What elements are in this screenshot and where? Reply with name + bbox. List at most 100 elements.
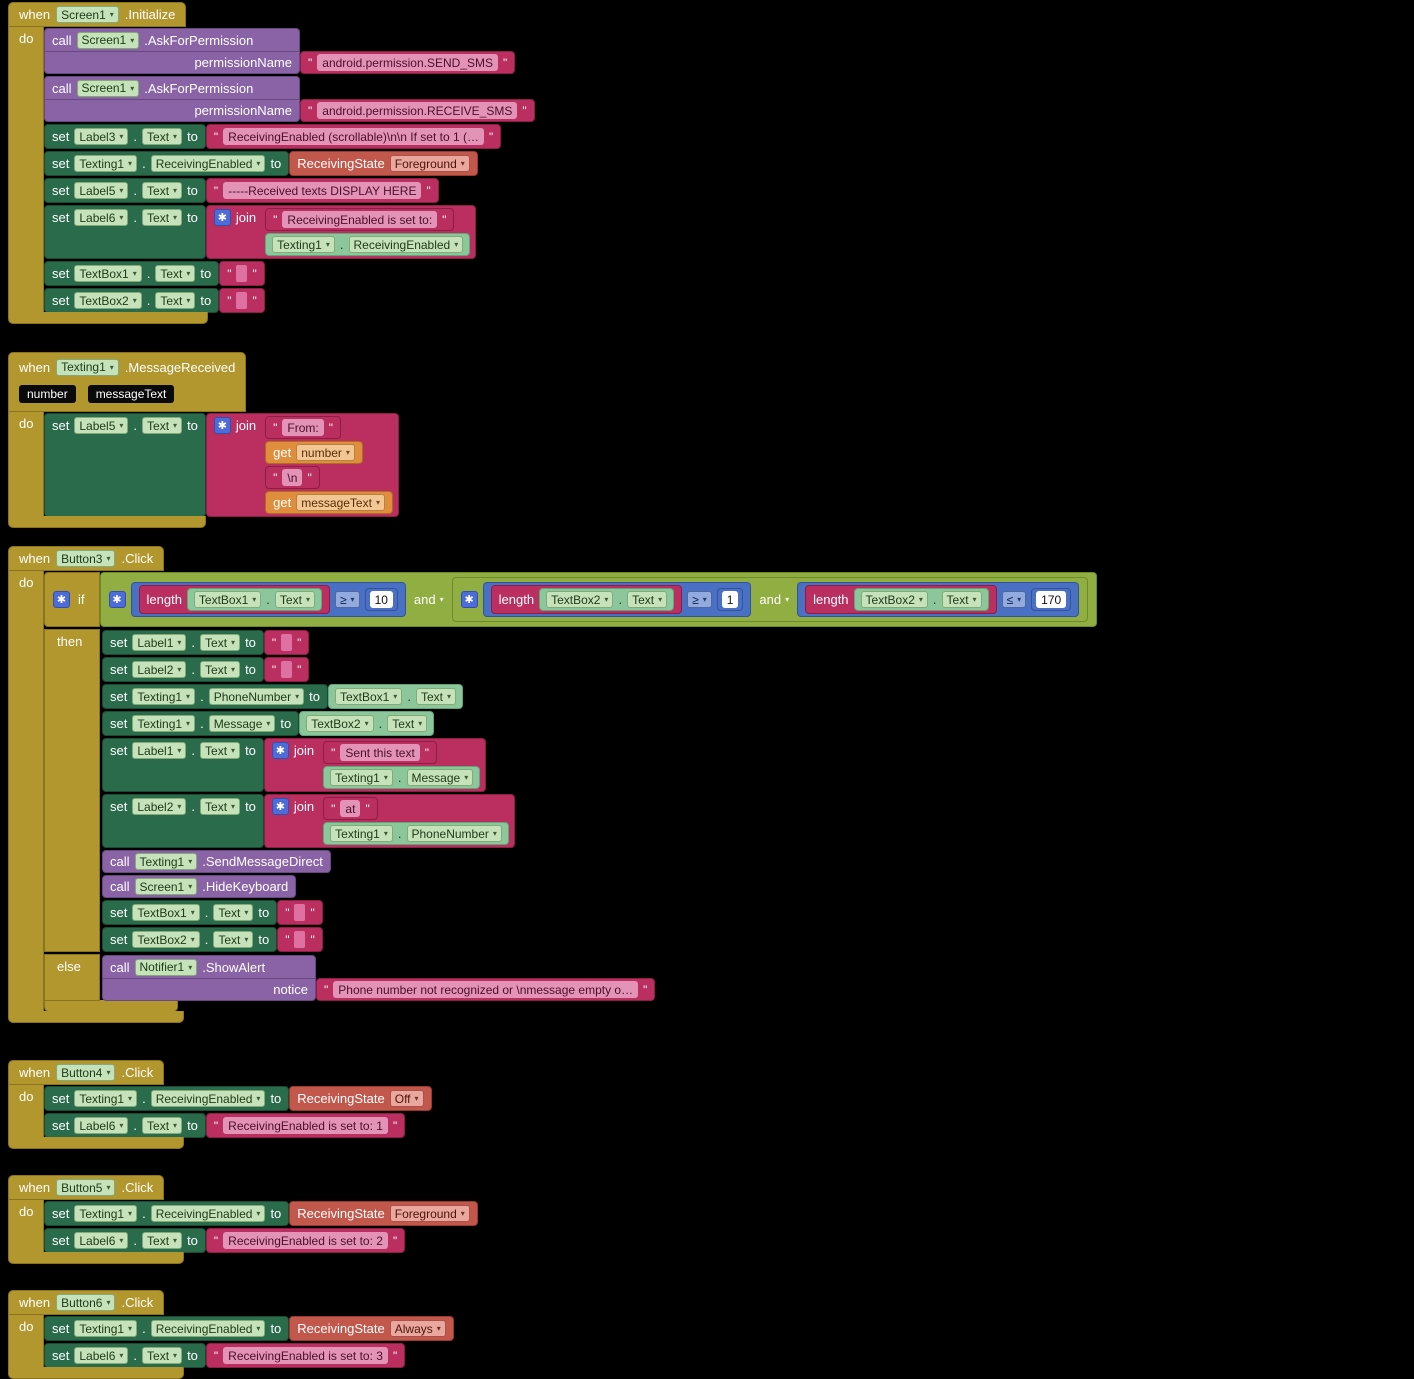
text-string-block[interactable]: " " bbox=[277, 927, 323, 952]
enum-option-dropdown[interactable]: Always bbox=[389, 1320, 446, 1337]
component-dropdown[interactable]: Texting1 bbox=[134, 853, 198, 870]
enum-option-dropdown[interactable]: Foreground bbox=[389, 155, 470, 172]
text-field[interactable]: android.permission.RECEIVE_SMS bbox=[317, 102, 518, 119]
component-dropdown[interactable]: Button4 bbox=[56, 1064, 116, 1081]
set-block[interactable]: set Texting1 . PhoneNumber to bbox=[102, 684, 328, 709]
event-header[interactable]: when Button6 .Click bbox=[8, 1290, 165, 1315]
text-field[interactable]: ReceivingEnabled is set to: 1 bbox=[223, 1117, 388, 1134]
empty-text-field[interactable] bbox=[281, 634, 293, 651]
event-header[interactable]: when Button3 .Click bbox=[8, 546, 165, 571]
number-field[interactable]: 10 bbox=[369, 591, 393, 608]
component-dropdown[interactable]: Label6 bbox=[74, 1347, 129, 1364]
component-dropdown[interactable]: Label1 bbox=[132, 634, 187, 651]
property-dropdown[interactable]: ReceivingEnabled bbox=[150, 1320, 266, 1337]
component-dropdown[interactable]: Notifier1 bbox=[134, 958, 198, 976]
call-showalert-block[interactable]: call Notifier1 .ShowAlert notice " bbox=[102, 955, 656, 1001]
set-block[interactable]: set Label1 . Text to bbox=[102, 738, 264, 792]
and-block-outer[interactable]: ✱ length TextBox1 . Text ≥ bbox=[99, 572, 1098, 627]
component-dropdown[interactable]: Label6 bbox=[74, 1232, 129, 1249]
if-block[interactable]: ✱ if bbox=[44, 572, 100, 627]
call-askforpermission-block[interactable]: call Screen1 .AskForPermission permissio… bbox=[44, 76, 535, 122]
text-field[interactable]: From: bbox=[282, 419, 324, 436]
operator-dropdown[interactable]: ≥ bbox=[334, 591, 360, 608]
text-field[interactable]: ReceivingEnabled is set to: 2 bbox=[223, 1232, 388, 1249]
text-field[interactable]: Sent this text bbox=[340, 744, 420, 761]
event-block-button3-click[interactable]: when Button3 .Click do ✱ if ✱ length bbox=[8, 546, 1098, 1023]
text-string-block[interactable]: " " bbox=[263, 657, 310, 682]
component-dropdown[interactable]: Label2 bbox=[132, 661, 187, 678]
component-dropdown[interactable]: TextBox1 bbox=[132, 904, 200, 921]
property-dropdown[interactable]: ReceivingEnabled bbox=[150, 155, 266, 172]
component-dropdown[interactable]: TextBox1 bbox=[74, 265, 142, 282]
call-block[interactable]: call Notifier1 .ShowAlert bbox=[102, 955, 316, 978]
text-field[interactable]: ReceivingEnabled is set to: 3 bbox=[223, 1347, 388, 1364]
property-dropdown[interactable]: Text bbox=[142, 182, 183, 199]
property-dropdown[interactable]: Text bbox=[274, 591, 315, 608]
property-dropdown[interactable]: Text bbox=[142, 1347, 183, 1364]
property-dropdown[interactable]: Text bbox=[142, 128, 183, 145]
call-block[interactable]: call Screen1 .HideKeyboard bbox=[102, 875, 297, 898]
number-block[interactable]: 10 bbox=[364, 588, 398, 611]
event-block-button4-click[interactable]: when Button4 .Click do set Texting1 . Re… bbox=[8, 1060, 432, 1149]
property-dropdown[interactable]: Text bbox=[142, 1117, 183, 1134]
set-block[interactable]: set Label3 . Text to bbox=[44, 124, 206, 149]
call-block[interactable]: call Screen1 .AskForPermission bbox=[44, 28, 300, 51]
component-dropdown[interactable]: Texting1 bbox=[132, 688, 196, 705]
event-header[interactable]: when Button4 .Click bbox=[8, 1060, 165, 1085]
text-string-block[interactable]: " -----Received texts DISPLAY HERE " bbox=[205, 178, 439, 203]
set-block[interactable]: set Label6 . Text to bbox=[44, 1343, 206, 1368]
property-dropdown[interactable]: Text bbox=[213, 931, 254, 948]
component-dropdown[interactable]: TextBox2 bbox=[546, 591, 614, 608]
set-block[interactable]: set Label2 . Text to bbox=[102, 657, 264, 682]
text-string-block[interactable]: " Sent this text " bbox=[323, 741, 438, 764]
component-dropdown[interactable]: Label5 bbox=[74, 182, 129, 199]
property-dropdown[interactable]: Text bbox=[155, 292, 196, 309]
property-getter-block[interactable]: TextBox2 . Text bbox=[853, 588, 989, 611]
empty-text-field[interactable] bbox=[294, 904, 306, 921]
component-dropdown[interactable]: Texting1 bbox=[56, 358, 119, 376]
component-dropdown[interactable]: Texting1 bbox=[74, 155, 138, 172]
component-dropdown[interactable]: TextBox2 bbox=[74, 292, 142, 309]
set-block[interactable]: set Label6 . Text to bbox=[44, 1113, 206, 1138]
text-string-block[interactable]: " ReceivingEnabled is set to: 2 " bbox=[205, 1228, 406, 1253]
set-block[interactable]: set Texting1 . ReceivingEnabled to bbox=[44, 151, 290, 176]
component-dropdown[interactable]: Screen1 bbox=[76, 31, 140, 49]
text-field[interactable]: ReceivingEnabled (scrollable)\n\n If set… bbox=[223, 128, 484, 145]
text-field[interactable]: ReceivingEnabled is set to: bbox=[282, 211, 438, 228]
set-block[interactable]: set Label6 . Text to bbox=[44, 205, 206, 259]
property-dropdown[interactable]: ReceivingEnabled bbox=[348, 236, 464, 253]
mutator-icon[interactable]: ✱ bbox=[271, 742, 289, 759]
text-string-block[interactable]: " android.permission.RECEIVE_SMS " bbox=[300, 99, 535, 122]
set-block[interactable]: set Label5 . Text to bbox=[44, 178, 206, 203]
text-string-block[interactable]: " ReceivingEnabled is set to: " bbox=[265, 208, 455, 231]
text-field[interactable]: Phone number not recognized or \nmessage… bbox=[333, 981, 639, 998]
component-dropdown[interactable]: Label6 bbox=[74, 1117, 129, 1134]
empty-text-field[interactable] bbox=[236, 265, 248, 282]
set-block[interactable]: set Texting1 . Message to bbox=[102, 711, 300, 736]
receivingstate-helper-block[interactable]: ReceivingState Off bbox=[289, 1086, 432, 1111]
set-block[interactable]: set Texting1 . ReceivingEnabled to bbox=[44, 1316, 290, 1341]
property-dropdown[interactable]: Text bbox=[142, 1232, 183, 1249]
property-dropdown[interactable]: Text bbox=[200, 742, 241, 759]
text-string-block[interactable]: " From: " bbox=[265, 416, 342, 439]
set-block[interactable]: set Texting1 . ReceivingEnabled to bbox=[44, 1201, 290, 1226]
component-dropdown[interactable]: Texting1 bbox=[330, 769, 393, 786]
set-block[interactable]: set Label6 . Text to bbox=[44, 1228, 206, 1253]
join-block[interactable]: ✱ join " Sent this text " bbox=[263, 738, 487, 792]
event-block-button5-click[interactable]: when Button5 .Click do set Texting1 . Re… bbox=[8, 1175, 478, 1264]
property-dropdown[interactable]: Text bbox=[142, 417, 183, 434]
component-dropdown[interactable]: Screen1 bbox=[56, 6, 119, 23]
variable-dropdown[interactable]: number bbox=[296, 444, 355, 461]
text-string-block[interactable]: " " bbox=[219, 261, 265, 286]
text-string-block[interactable]: " " bbox=[219, 288, 265, 313]
property-dropdown[interactable]: Message bbox=[406, 769, 474, 786]
empty-text-field[interactable] bbox=[294, 931, 306, 948]
text-field[interactable]: \n bbox=[282, 469, 303, 486]
component-dropdown[interactable]: Screen1 bbox=[76, 79, 140, 97]
event-block-screen1-initialize[interactable]: when Screen1 .Initialize do call Screen1… bbox=[8, 2, 535, 324]
mutator-icon[interactable]: ✱ bbox=[213, 209, 231, 226]
length-block[interactable]: length TextBox2 . Text bbox=[805, 585, 997, 614]
set-block[interactable]: set TextBox1 . Text to bbox=[44, 261, 220, 286]
component-dropdown[interactable]: Label6 bbox=[74, 209, 129, 226]
component-dropdown[interactable]: Texting1 bbox=[330, 825, 393, 842]
